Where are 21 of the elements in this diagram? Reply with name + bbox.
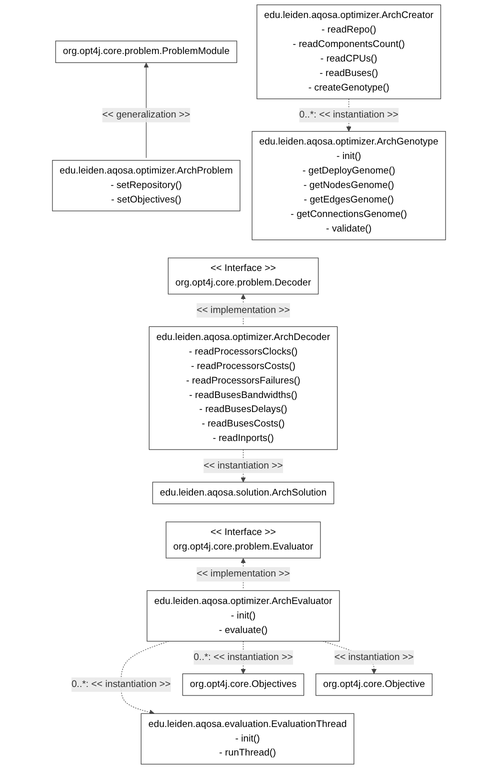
edge-label: << generalization >> xyxy=(102,110,190,120)
arrow xyxy=(120,640,170,715)
node-box: edu.leiden.aqosa.optimizer.ArchProblem - setRepository() - setObjectives() xyxy=(52,160,240,212)
edge-label: 0..*: << instantiation >> xyxy=(194,652,293,662)
edge-label: 0..*: << instantiation >> xyxy=(71,679,171,690)
node-box: edu.leiden.aqosa.optimizer.ArchDecoder - readProcessorsClocks() - readProcessorsCosts() - readProcessorsFailures() - readBusesBandwidths() - readBusesDelays() - readBusesCosts() - readInports() xyxy=(148,326,338,450)
edge-label: << instantiation >> xyxy=(204,460,283,471)
edge-label: 0..*: << instantiation >> xyxy=(299,110,398,120)
edge-label: << implementation >> xyxy=(196,568,290,580)
node-box: << Interface >> org.opt4j.core.problem.Evaluator xyxy=(166,522,321,558)
node-box: edu.leiden.aqosa.optimizer.ArchEvaluator - init() - evaluate() xyxy=(146,590,340,642)
node-box: edu.leiden.aqosa.optimizer.ArchCreator - readRepo() - readComponentsCount() - readCPUs() - readBuses() - createGenotype() xyxy=(256,4,442,100)
node-box: edu.leiden.aqosa.optimizer.ArchGenotype - init() - getDeployGenome() - getNodesGenome() - getEdgesGenome() - getConnectionsGenome() - validate() xyxy=(252,131,446,240)
node-box: edu.leiden.aqosa.evaluation.EvaluationThread - init() - runThread() xyxy=(140,713,354,764)
node-box: org.opt4j.core.Objective xyxy=(316,673,432,696)
node-box: edu.leiden.aqosa.solution.ArchSolution xyxy=(152,482,334,504)
node-box: << Interface >> org.opt4j.core.problem.Decoder xyxy=(168,258,319,294)
node-box: org.opt4j.core.Objectives xyxy=(182,673,304,696)
node-box: org.opt4j.core.problem.ProblemModule xyxy=(55,40,238,63)
edge-label: << instantiation >> xyxy=(334,652,414,662)
edge-label: << implementation >> xyxy=(196,304,290,316)
